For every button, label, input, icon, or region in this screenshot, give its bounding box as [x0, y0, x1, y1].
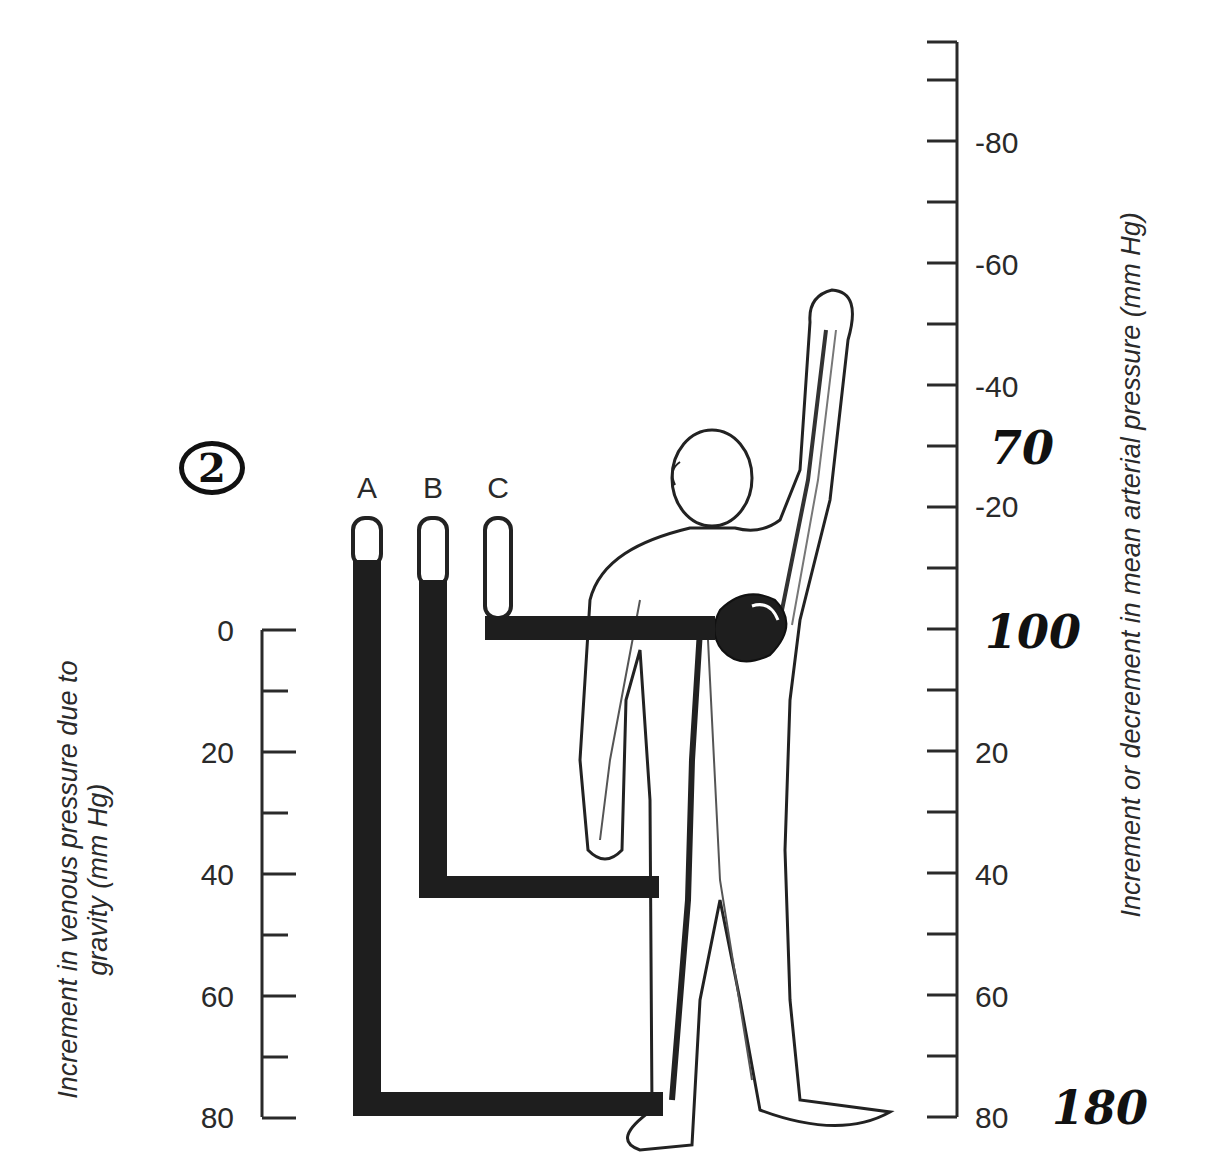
axis-number: 80 — [201, 1101, 234, 1134]
axis-number: 20 — [975, 736, 1008, 769]
tube-letter: C — [487, 471, 509, 504]
axis-number: -20 — [975, 490, 1018, 523]
heart — [714, 594, 786, 661]
right-axis — [927, 42, 957, 1117]
human-figure — [580, 290, 890, 1150]
tube-letter: A — [357, 471, 377, 504]
axis-number: -80 — [975, 126, 1018, 159]
axis-title: Increment in venous pressure due to grav… — [54, 620, 113, 1140]
axis-number: 40 — [201, 858, 234, 891]
handwritten-number: 100 — [985, 607, 1081, 658]
axis-number: 60 — [201, 980, 234, 1013]
handwritten-number: 180 — [1052, 1083, 1148, 1134]
left-axis — [262, 630, 296, 1118]
axis-number: 40 — [975, 858, 1008, 891]
tube-letter: B — [423, 471, 443, 504]
axis-number: -40 — [975, 370, 1018, 403]
axis-number: 0 — [217, 614, 234, 647]
axis-number: 60 — [975, 980, 1008, 1013]
axis-number: 80 — [975, 1101, 1008, 1134]
axis-number: 20 — [201, 736, 234, 769]
handwritten-number: 70 — [990, 423, 1054, 474]
axis-title: Increment or decrement in mean arterial … — [1117, 115, 1147, 1015]
axis-number: -60 — [975, 248, 1018, 281]
manometer-tubes — [353, 518, 715, 1116]
handwritten-mark: 2 — [179, 441, 245, 495]
